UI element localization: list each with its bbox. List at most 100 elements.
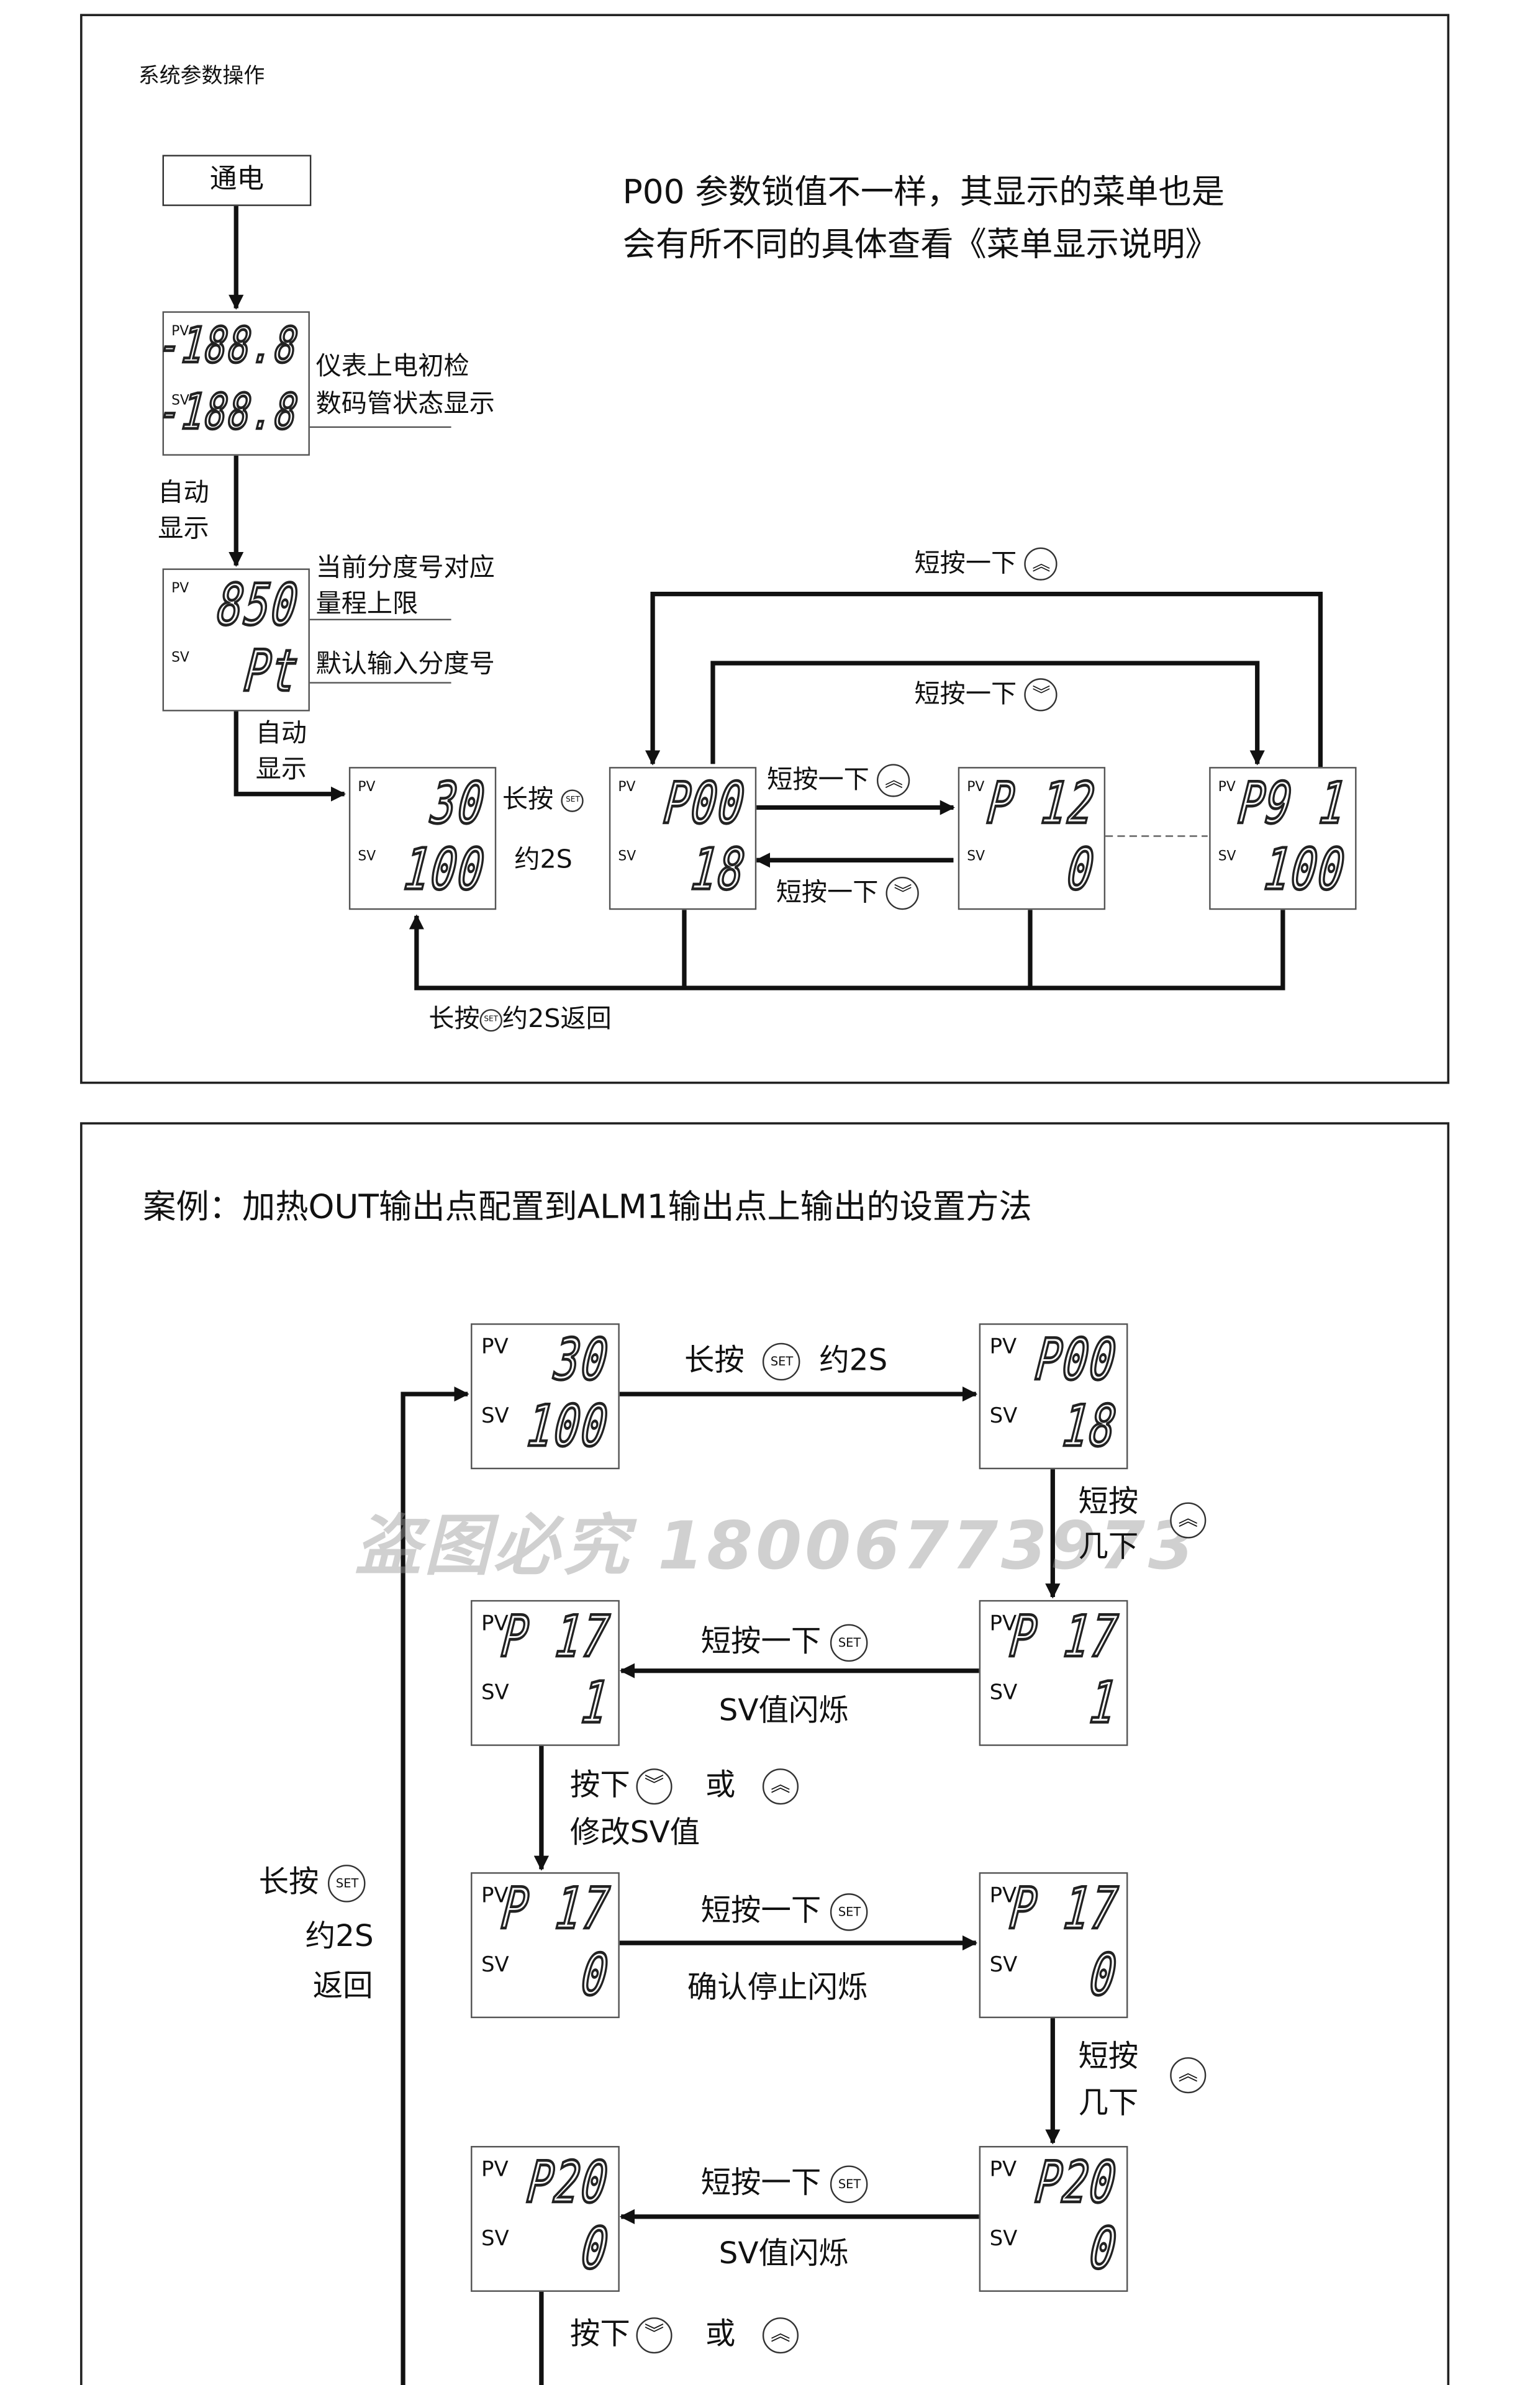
display-e: PV SV P 17 0 (471, 1872, 620, 2019)
sv-label: SV (618, 849, 636, 865)
pv-value: 30 (551, 1325, 614, 1395)
return-rest-label: 约2S返回 (502, 1004, 612, 1035)
short-press-label: 短按一下 (700, 2164, 822, 2201)
sv-label: SV (358, 849, 376, 865)
auto-display-2a: 自动 (255, 718, 307, 749)
pv-label: PV (481, 2158, 509, 2183)
pv-value: 850 (214, 570, 304, 640)
set-button-icon: SET (763, 1342, 801, 1381)
pv-value: 30 (427, 769, 491, 838)
return-long-press-text: 长按 SET (259, 1865, 366, 1903)
up-arrow-icon: ︽ (762, 2317, 799, 2354)
down-arrow-icon: ︾ (636, 1768, 673, 1805)
range-text-2: 量程上限 (315, 589, 419, 620)
sv-value: -188.8 (156, 382, 304, 441)
sv-value: 100 (401, 835, 491, 905)
or-label: 或 (705, 2315, 736, 2351)
set-button-icon: SET (830, 2165, 869, 2204)
auto-display-1a: 自动 (158, 478, 209, 509)
display-c: PV SV P 17 1 (471, 1600, 620, 1746)
display-g: PV SV P20 0 (471, 2146, 620, 2292)
sv-value: 100 (524, 1392, 614, 1461)
long-press-set-text: 长按 SET 约2S (684, 1341, 888, 1381)
pv-label: PV (967, 780, 985, 796)
short-press-text-1: 短按 (1078, 1482, 1139, 1519)
self-test-text-1: 仪表上电初检 (315, 351, 469, 382)
pv-value: -188.8 (156, 316, 304, 375)
set-button-icon: SET (830, 1893, 869, 1931)
long-press-text: 长按 SET (502, 785, 584, 815)
set-button-icon: SET (830, 1624, 869, 1662)
sv-label: SV (481, 1681, 509, 1706)
modify-sv-text: 修改SV值 (569, 1813, 700, 1850)
about-2s-text: 约2S (514, 845, 573, 876)
short-press-label: 短按一下 (700, 1891, 822, 1928)
press-label: 按下 (569, 1766, 630, 1803)
display-home: PV SV 30 100 (348, 767, 497, 910)
sv-value: 0 (578, 2214, 614, 2284)
short-press-down-top: 短按一下 ︾ (915, 678, 1058, 712)
pv-label: PV (989, 1612, 1017, 1636)
set-button-icon: SET (479, 1008, 502, 1031)
display-self-test: PV SV -188.8 -188.8 (156, 311, 310, 456)
long-press-label: 长按 (502, 785, 554, 815)
return-long-label: 长按 (258, 1863, 319, 1899)
display-h: PV SV P20 0 (979, 2146, 1128, 2292)
return-long-label: 长按 (428, 1004, 480, 1035)
press-or-text-2: 按下︾或︽ (570, 2315, 799, 2354)
sv-flash-text-a: SV值闪烁 (718, 1691, 849, 1728)
sv-label: SV (989, 2227, 1018, 2251)
panel2-frame (79, 1122, 1450, 2385)
short-press-label: 短按一下 (767, 765, 869, 796)
few-times-text-2: 几下 (1078, 2084, 1139, 2120)
short-press-up-mid: 短按一下 ︽ (767, 764, 911, 797)
pv-label: PV (171, 325, 189, 340)
display-p00: PV SV P00 18 (609, 767, 757, 910)
note-line-2: 会有所不同的具体查看《菜单显示说明》 (622, 227, 1218, 265)
sv-label: SV (481, 2227, 509, 2251)
short-press-once-c: 短按一下 SET (700, 2164, 869, 2204)
pv-value: P9 1 (1234, 769, 1351, 838)
down-arrow-icon: ︾ (1025, 678, 1058, 712)
return-2s-text: 约2S (305, 1917, 374, 1954)
self-test-text-2: 数码管状态显示 (315, 389, 495, 420)
sv-label: SV (989, 1953, 1018, 1978)
sv-value: Pt (241, 636, 304, 706)
down-arrow-icon: ︾ (636, 2317, 673, 2354)
return-back-text: 返回 (312, 1966, 373, 2003)
short-press-label: 短按一下 (700, 1622, 822, 1659)
sv-value: 18 (687, 835, 751, 905)
set-button-icon: SET (561, 789, 584, 812)
up-arrow-icon: ︽ (1025, 547, 1058, 581)
pv-label: PV (989, 1884, 1017, 1909)
set-button-icon: SET (328, 1865, 366, 1903)
short-press-once-b: 短按一下 SET (701, 1893, 869, 1931)
short-press-once-a: 短按一下 SET (701, 1624, 869, 1662)
pv-value: P20 (1032, 2148, 1122, 2217)
auto-display-2b: 显示 (255, 754, 307, 785)
sv-flash-text-c: SV值闪烁 (718, 2234, 849, 2271)
short-press-label: 短按一下 (914, 548, 1017, 579)
sv-label: SV (989, 1405, 1018, 1429)
sv-label: SV (481, 1405, 509, 1429)
sv-label: SV (967, 849, 985, 865)
about-2s-label: 约2S (819, 1341, 888, 1378)
power-on-label: 通电 (209, 163, 265, 196)
up-arrow-icon: ︽ (762, 1768, 799, 1805)
display-d: PV SV P 17 1 (979, 1600, 1128, 1746)
display-p12: PV SV P 12 0 (958, 767, 1106, 910)
pv-value: P20 (524, 2148, 614, 2217)
pv-label: PV (989, 2158, 1017, 2183)
pv-value: P00 (1032, 1325, 1122, 1395)
display-p91: PV SV P9 1 100 (1209, 767, 1357, 910)
up-arrow-icon: ︽ (1170, 2057, 1207, 2094)
default-input-text: 默认输入分度号 (315, 649, 495, 680)
sv-label: SV (481, 1953, 509, 1978)
sv-value: 18 (1059, 1392, 1122, 1461)
note-line-1: P00 参数锁值不一样，其显示的菜单也是 (622, 174, 1225, 212)
sv-value: 1 (1086, 1668, 1123, 1737)
pv-label: PV (481, 1612, 509, 1636)
